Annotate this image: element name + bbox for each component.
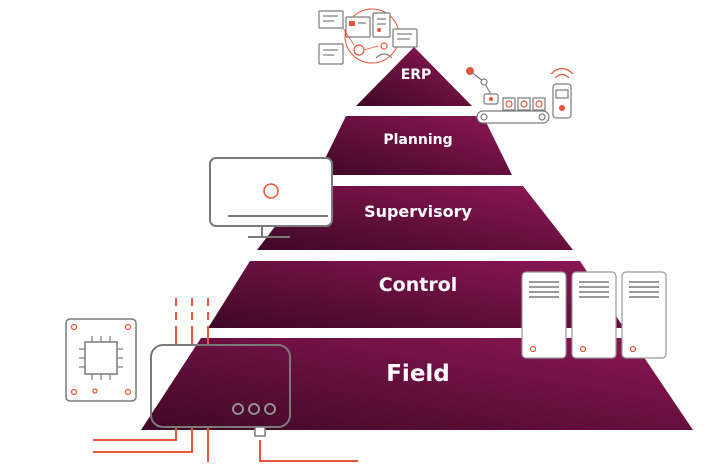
monitor-icon [209, 157, 333, 238]
tier-label-supervisory: Supervisory [364, 202, 472, 221]
tier-field: Field [141, 338, 693, 430]
erp-documents-icon [318, 8, 418, 65]
pyramid: ERP Planning Supervisory Control Field [141, 47, 693, 430]
field-device-icon [93, 298, 358, 462]
server-rack-icon [521, 271, 667, 359]
tier-label-erp: ERP [401, 67, 432, 83]
tier-label-planning: Planning [383, 132, 452, 148]
tier-erp: ERP [356, 47, 472, 106]
server-unit [571, 271, 617, 359]
microchip-board-icon [65, 318, 137, 402]
tier-label-field: Field [386, 361, 450, 387]
tier-planning: Planning [317, 116, 512, 175]
server-unit [621, 271, 667, 359]
server-unit [521, 271, 567, 359]
tier-control: Control [208, 261, 624, 328]
tier-label-control: Control [379, 274, 458, 296]
tier-supervisory: Supervisory [257, 186, 573, 250]
robot-arm-conveyor-icon [466, 67, 574, 124]
